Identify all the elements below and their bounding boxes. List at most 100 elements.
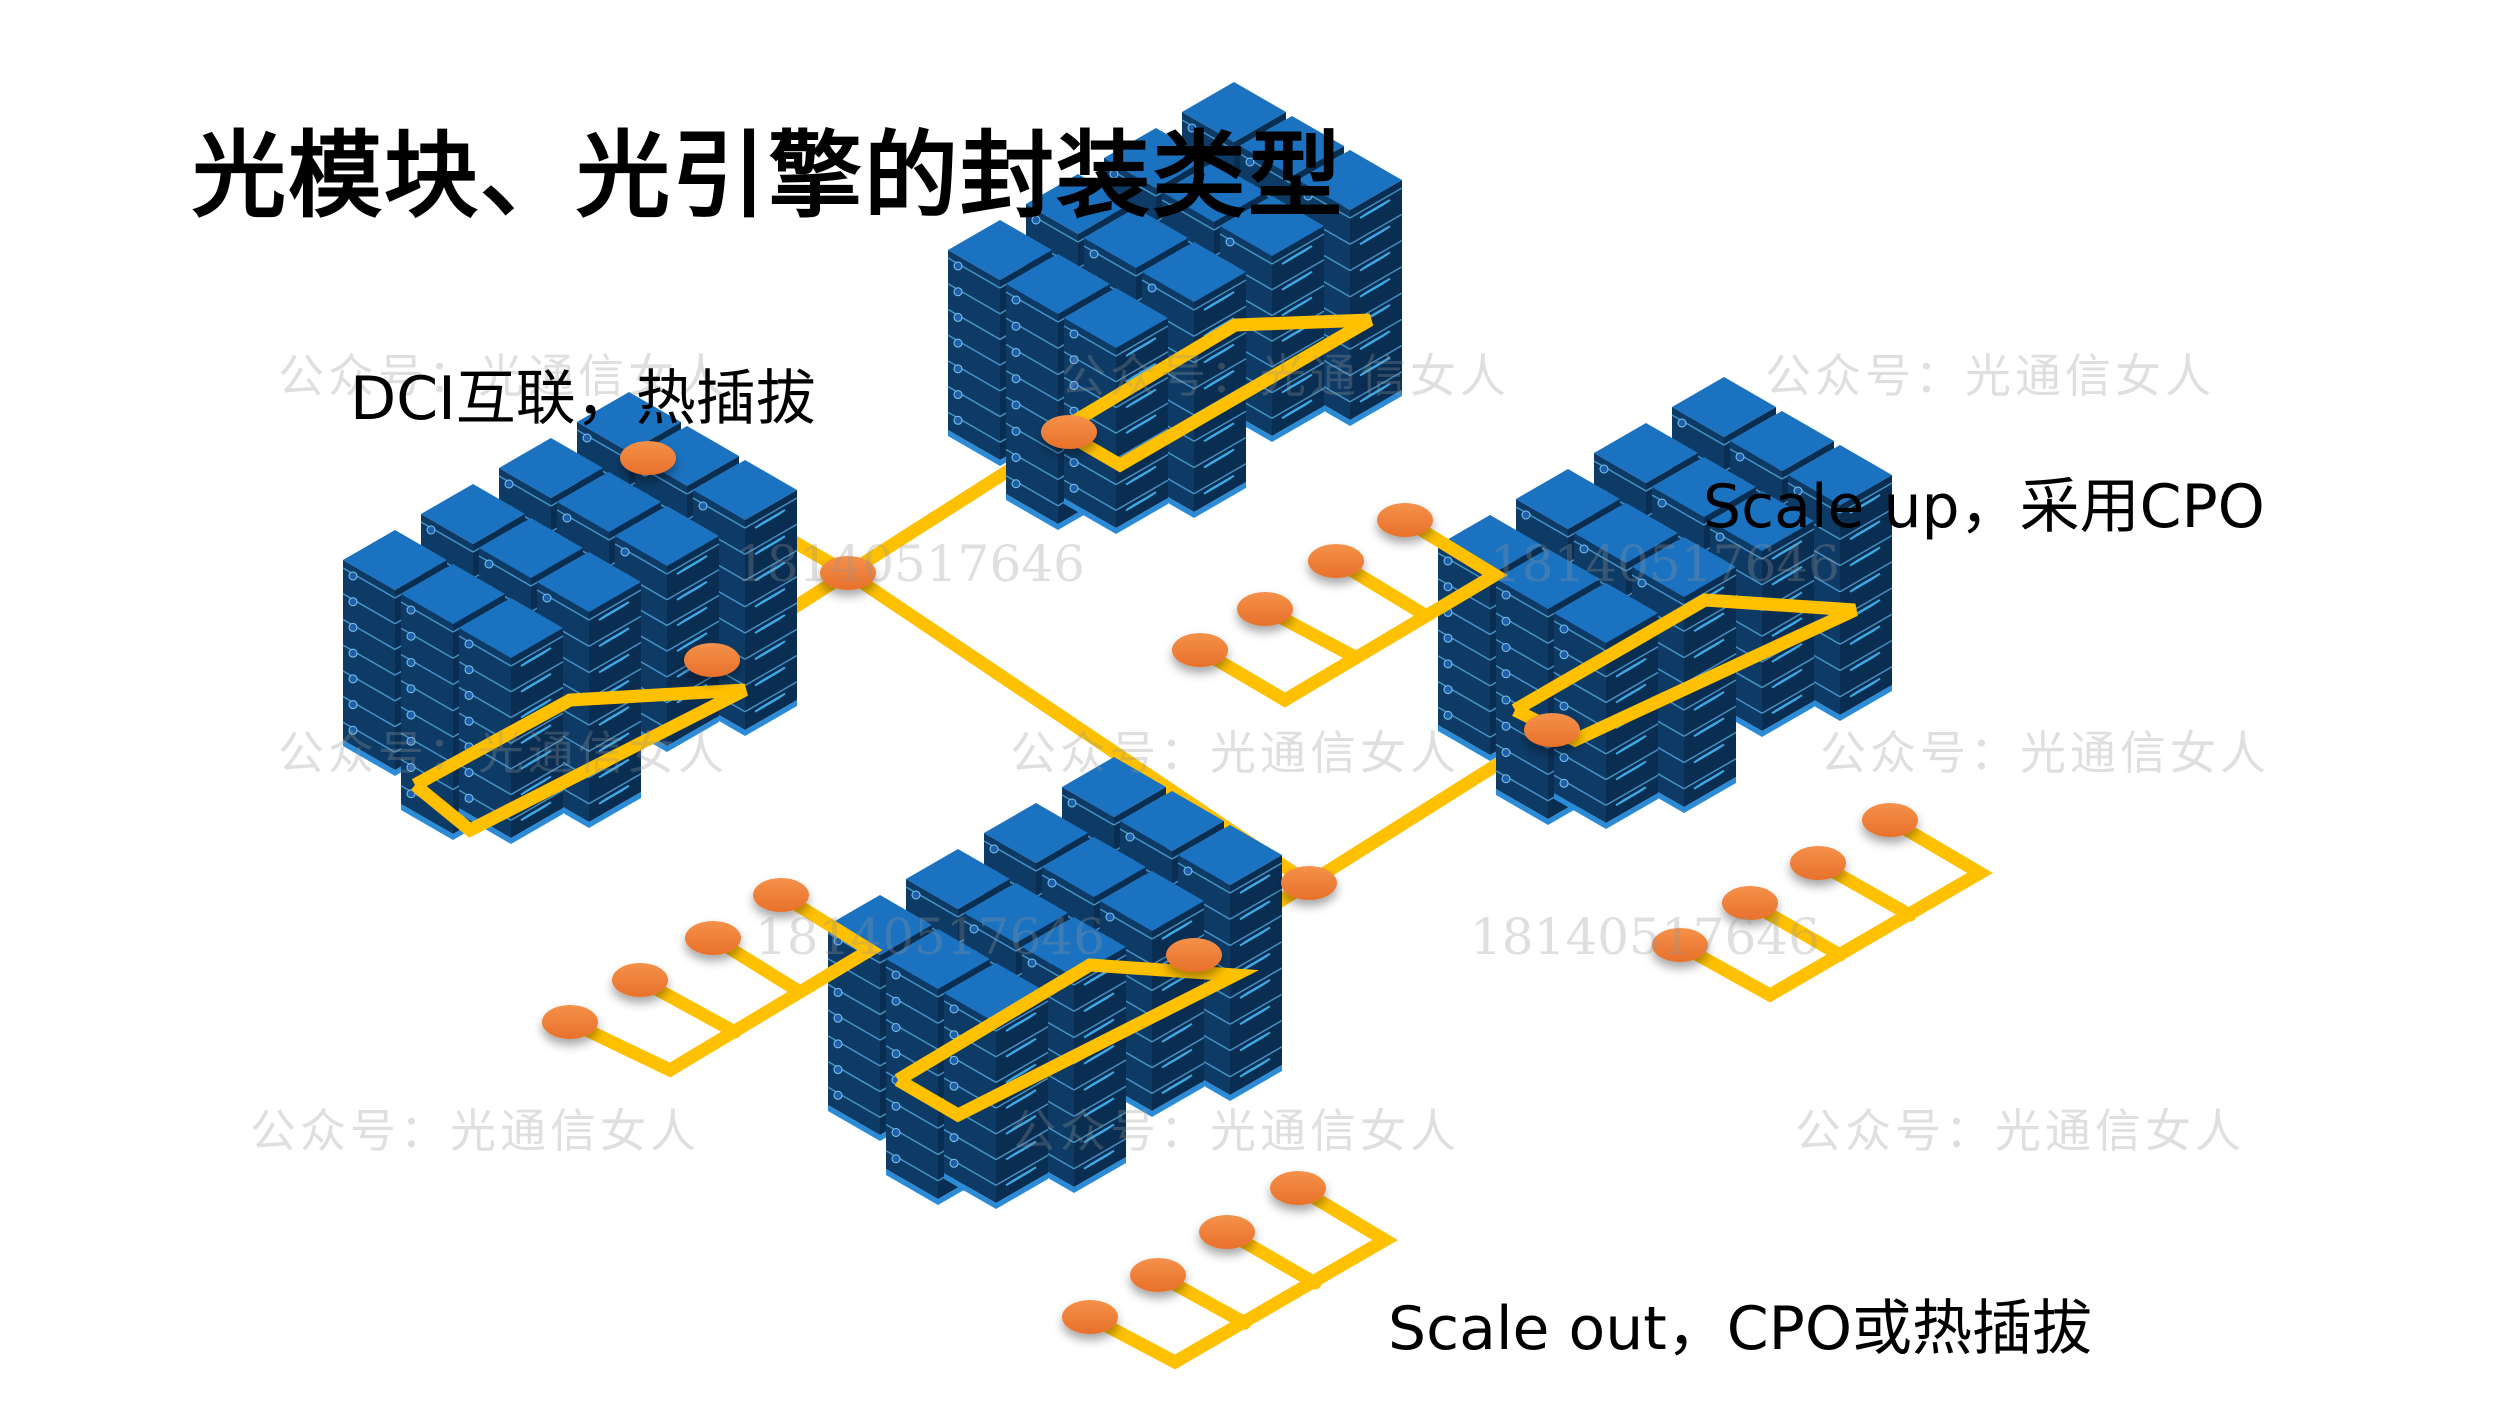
rack-top — [1672, 377, 1776, 437]
rack-unit-line — [995, 1051, 1049, 1084]
rack-led — [1011, 295, 1021, 305]
rack-unit-line — [1271, 336, 1325, 368]
rack-led — [969, 924, 979, 934]
rack-top — [479, 518, 583, 578]
rack-face-right — [1074, 947, 1126, 1187]
endpoint-node — [1722, 886, 1778, 920]
rack-vent — [1167, 1074, 1193, 1091]
rack-unit-line — [1605, 748, 1659, 781]
rack-unit-line — [510, 712, 564, 744]
rack-unit-line — [1229, 993, 1283, 1025]
endpoint-node — [612, 963, 668, 997]
rack-unit-line — [995, 1026, 1049, 1058]
rack-vent — [1011, 1012, 1037, 1028]
cluster-gateway-node — [1041, 415, 1097, 449]
rack-unit-line — [510, 738, 564, 770]
rack-led — [891, 1023, 901, 1032]
rack-led — [1047, 878, 1057, 888]
rack-vent — [1365, 199, 1391, 215]
rack-top — [1298, 150, 1402, 210]
rack-led — [406, 684, 416, 694]
rack-unit-line — [1683, 679, 1737, 711]
rack-vent — [1621, 786, 1647, 803]
rack-top — [1632, 537, 1736, 597]
rack-led — [989, 844, 999, 854]
rack-unit-line — [588, 615, 642, 647]
rack-led — [1443, 659, 1453, 669]
rack-unit-line — [1115, 402, 1169, 434]
rack-led — [542, 593, 552, 603]
rack-top — [1652, 457, 1756, 517]
rack-vent — [604, 758, 630, 775]
rack-led — [1677, 418, 1687, 428]
rack-vent — [1699, 691, 1725, 707]
rack-unit-line — [744, 628, 798, 660]
rack-face-left — [828, 925, 880, 1135]
rack-unit-line — [1115, 428, 1169, 460]
rack-unit-line — [1761, 528, 1815, 560]
rack-vent — [1245, 979, 1271, 995]
rack-unit-line — [1229, 967, 1283, 999]
rack-vent — [1011, 1140, 1037, 1157]
rack-unit-line — [1605, 671, 1659, 704]
rack-vent — [1167, 1048, 1193, 1065]
rack-led — [698, 501, 708, 511]
rack-face-right — [1350, 180, 1402, 420]
rack-led — [949, 1081, 959, 1091]
rack-unit-line — [1115, 351, 1169, 383]
rack-led — [949, 1004, 959, 1014]
rack-unit-line — [1073, 1059, 1127, 1091]
rack-unit-line — [666, 594, 720, 627]
nodes — [542, 415, 1918, 1334]
rack-led — [1579, 544, 1589, 554]
rack-base — [1554, 793, 1658, 829]
rack-top — [499, 438, 603, 498]
rack-led — [891, 996, 901, 1006]
rack-led — [833, 1039, 843, 1049]
rack-led — [1011, 453, 1021, 462]
rack-led — [1559, 778, 1569, 788]
endpoint-node — [685, 921, 741, 955]
rack-unit-line — [744, 576, 798, 608]
rack-unit-line — [744, 602, 798, 634]
rack-led — [484, 559, 494, 569]
rack-unit-line — [1073, 1138, 1127, 1170]
rack-led — [504, 479, 514, 489]
endpoint-node — [1199, 1215, 1255, 1249]
rack-vent — [1245, 1005, 1271, 1022]
rack-unit-line — [744, 681, 798, 713]
rack-led — [464, 793, 474, 803]
rack-led — [953, 261, 963, 271]
endpoint-node — [1790, 846, 1846, 880]
rack-led — [1559, 650, 1569, 660]
rack-led — [1715, 532, 1725, 542]
rack-unit-line — [510, 763, 564, 796]
rack-top — [1100, 871, 1204, 931]
rack-vent — [1131, 388, 1157, 405]
rack-top — [421, 484, 525, 544]
rack-vent — [1011, 1114, 1037, 1131]
rack-face-right — [745, 490, 797, 730]
rack-unit-line — [1839, 508, 1893, 540]
rack-led — [1501, 590, 1511, 600]
rack-vent — [1287, 296, 1313, 313]
cluster-gateway-node — [684, 643, 740, 677]
rack-unit-line — [1349, 371, 1403, 403]
rack-led — [406, 736, 416, 746]
rack-led — [1027, 958, 1037, 968]
rack-top — [693, 460, 797, 520]
scale-up-ring — [1056, 313, 1374, 473]
rack-top — [1026, 174, 1130, 234]
rack-led — [464, 690, 474, 700]
rack-led — [1501, 695, 1511, 705]
rack-vent — [1699, 769, 1725, 786]
page-title: 光模块、光引擎的封装类型 — [192, 122, 1345, 231]
rack-unit-line — [1605, 646, 1659, 678]
rack-vent — [1777, 694, 1803, 711]
rack-led — [1559, 753, 1569, 763]
rack-unit-line — [1271, 233, 1325, 265]
rack-led — [1303, 191, 1313, 201]
rack-vent — [1621, 683, 1647, 700]
rack-vent — [1089, 1149, 1115, 1166]
